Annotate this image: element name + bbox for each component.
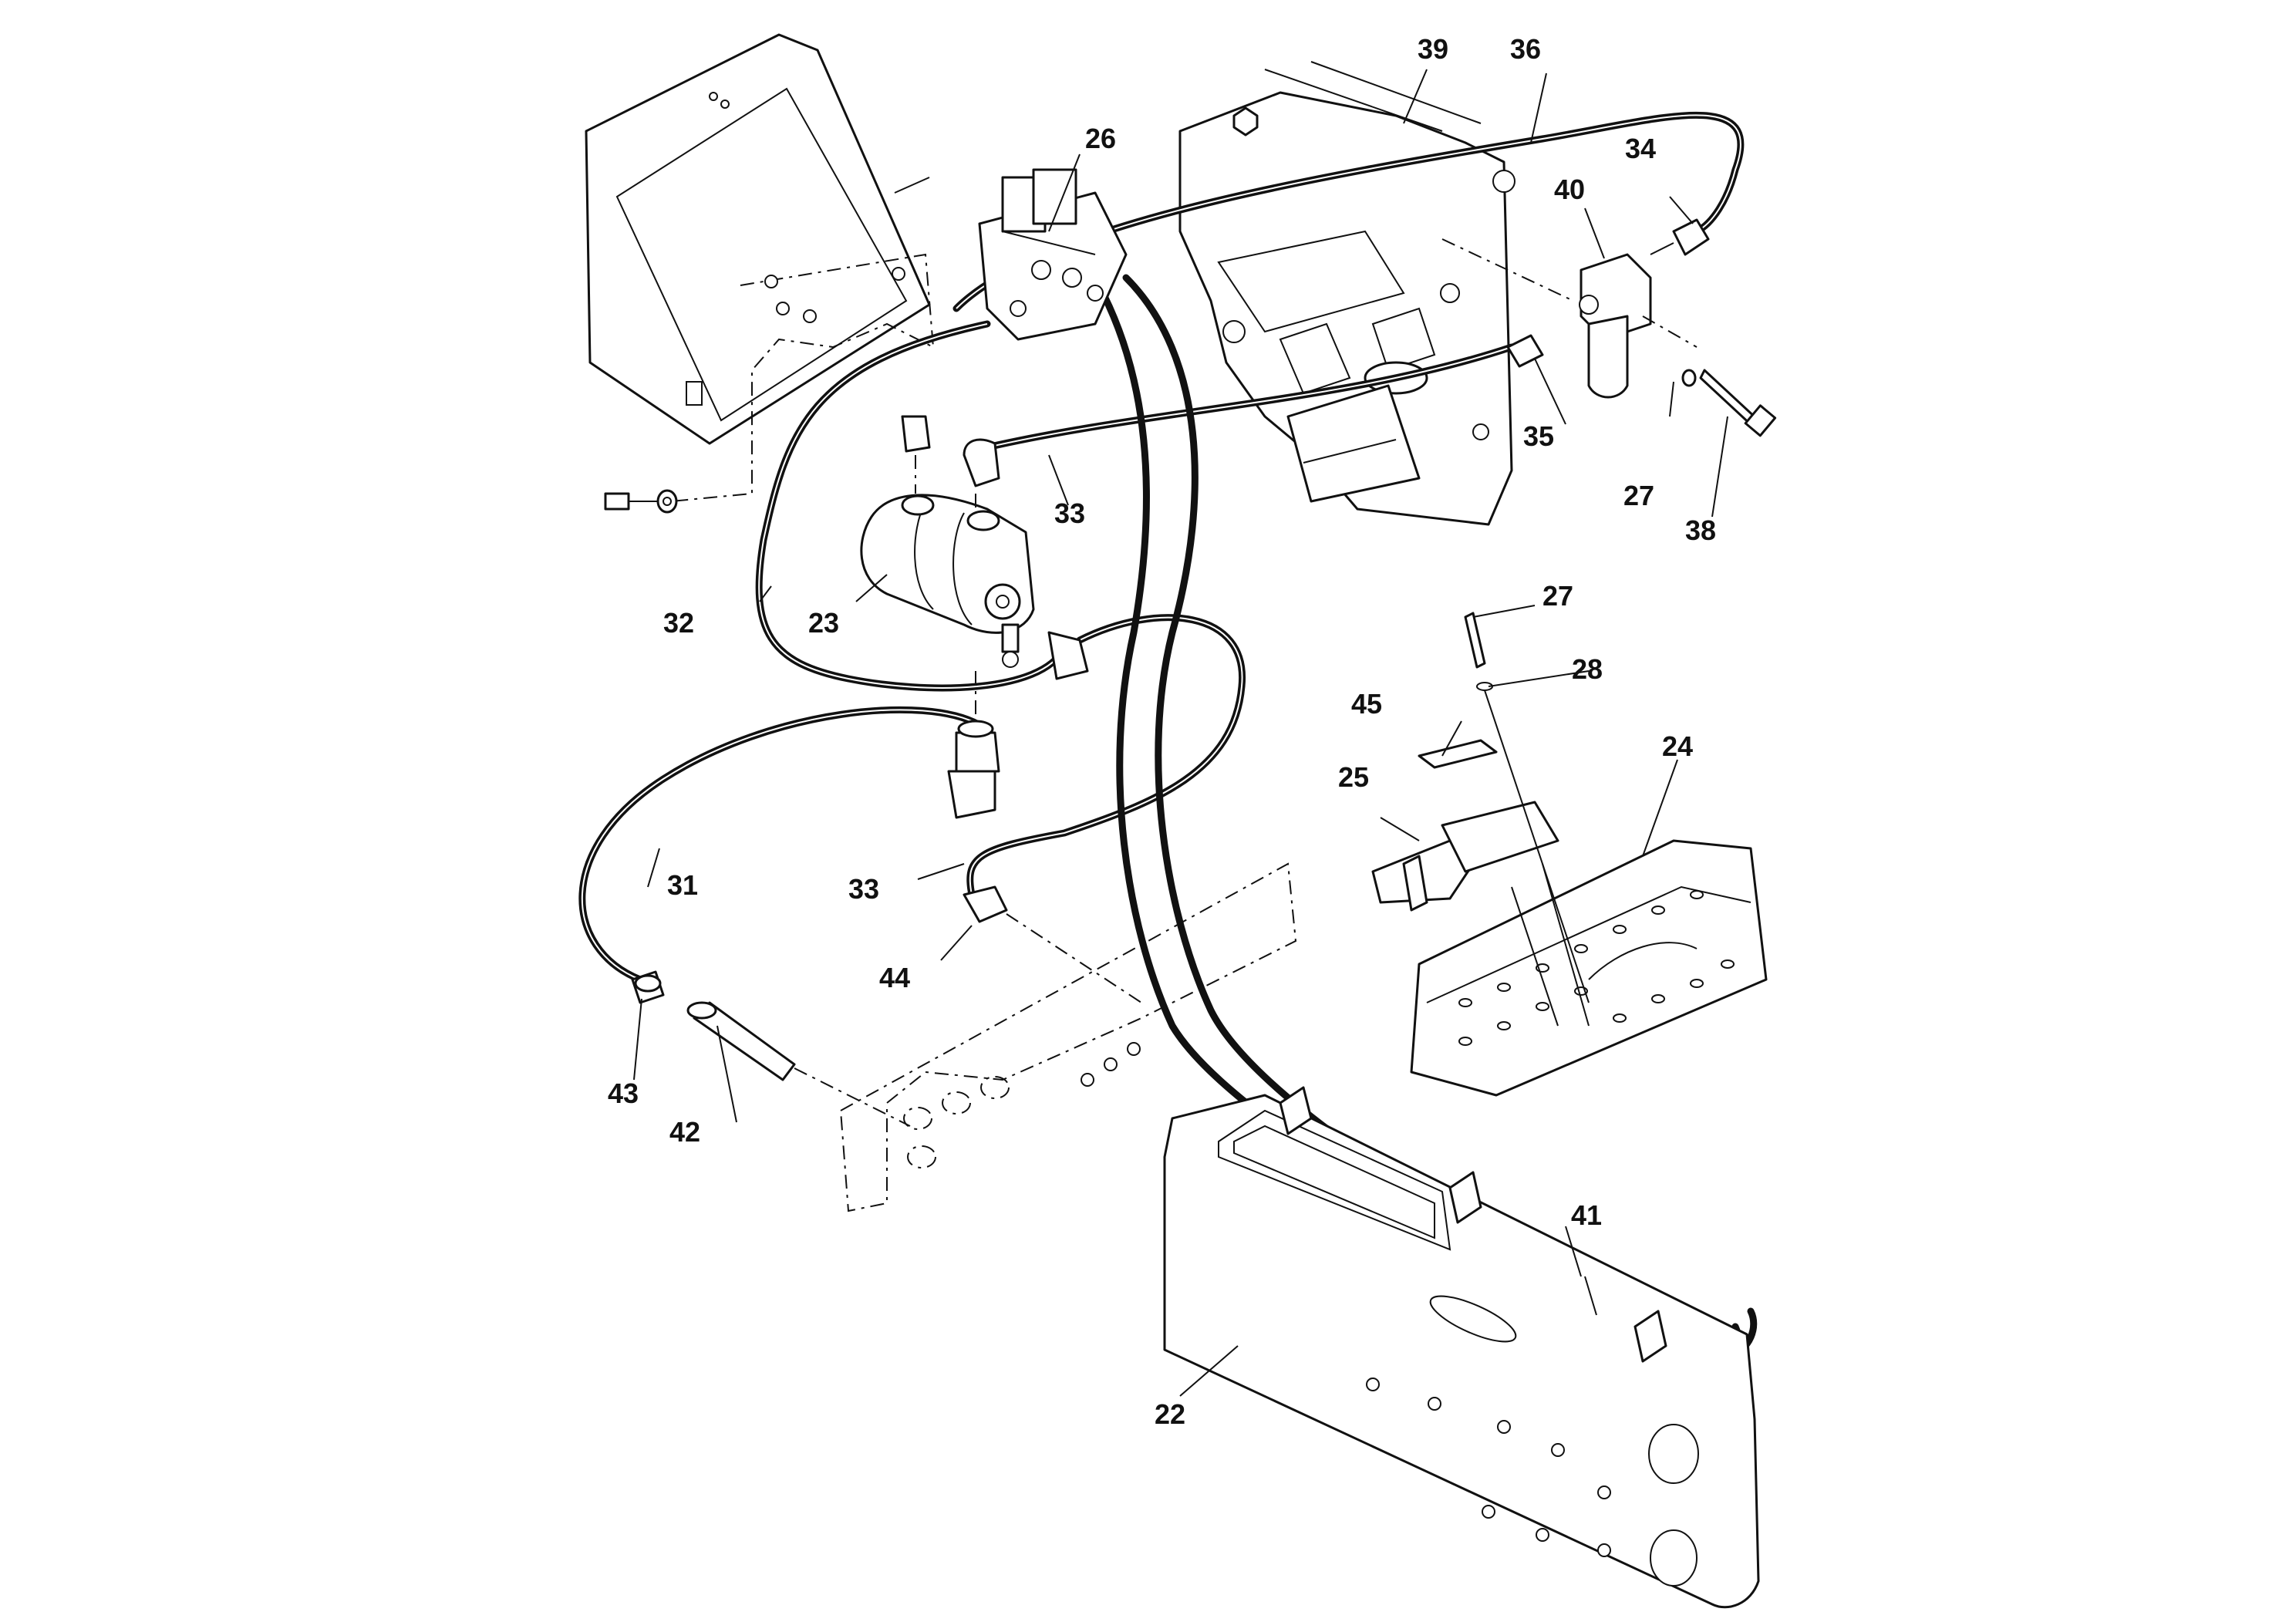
rear-mount-dashed — [839, 862, 1297, 1212]
filter-assembly — [1441, 238, 1698, 399]
callout-42: 42 — [669, 1116, 700, 1148]
callout-23: 23 — [808, 607, 839, 639]
leader-lines — [633, 69, 1728, 1397]
bracket-outline — [670, 253, 935, 502]
bolt-washer — [604, 489, 678, 514]
callout-24: 24 — [1662, 730, 1693, 762]
callout-32: 32 — [663, 607, 694, 639]
fitting-44 — [963, 885, 1142, 1003]
hose-33-upper — [983, 343, 1515, 451]
callout-27-filter: 27 — [1623, 480, 1654, 511]
pedal-pad — [1418, 739, 1498, 769]
floor-plate-holes — [1458, 890, 1735, 1046]
hood-cover — [585, 33, 931, 445]
lower-elbow-fitting — [947, 720, 1000, 819]
control-valve — [978, 168, 1128, 341]
callout-40: 40 — [1554, 174, 1585, 205]
pedal-spring — [1464, 612, 1590, 1003]
callout-27-pedal: 27 — [1542, 580, 1573, 612]
callout-44: 44 — [879, 962, 910, 993]
callout-39: 39 — [1418, 33, 1448, 65]
callouts: 22 23 24 25 26 27 27 28 31 32 33 33 34 3… — [608, 33, 1716, 1430]
pump-fittings — [901, 415, 1089, 725]
hose-33-lower — [966, 614, 1246, 899]
tube-42 — [686, 1001, 911, 1127]
callout-45: 45 — [1351, 688, 1382, 720]
callout-35: 35 — [1523, 420, 1554, 452]
callout-28: 28 — [1572, 653, 1603, 685]
fitting-43 — [631, 970, 665, 1004]
callout-25: 25 — [1338, 761, 1369, 793]
hose-32 — [755, 320, 1068, 692]
callout-36: 36 — [1510, 33, 1541, 65]
side-panel — [1163, 1094, 1760, 1609]
callout-38: 38 — [1685, 514, 1716, 546]
hose-31 — [578, 706, 983, 983]
callout-33-upper: 33 — [1054, 497, 1085, 529]
callout-43: 43 — [608, 1077, 639, 1109]
callout-34: 34 — [1625, 133, 1656, 164]
fitting-35 — [1506, 334, 1544, 368]
hose-clamps — [1279, 1086, 1667, 1363]
floor-plate — [1410, 839, 1768, 1097]
callout-22: 22 — [1155, 1398, 1185, 1430]
fitting-34 — [1650, 218, 1710, 256]
chassis-frame — [1178, 61, 1515, 526]
callout-26: 26 — [1085, 123, 1116, 154]
gear-pump — [860, 494, 1035, 668]
bolt-38 — [1681, 369, 1777, 437]
callout-31: 31 — [667, 869, 698, 901]
pedal — [1371, 801, 1590, 1027]
callout-33-lower: 33 — [848, 873, 879, 905]
callout-41: 41 — [1571, 1199, 1602, 1231]
